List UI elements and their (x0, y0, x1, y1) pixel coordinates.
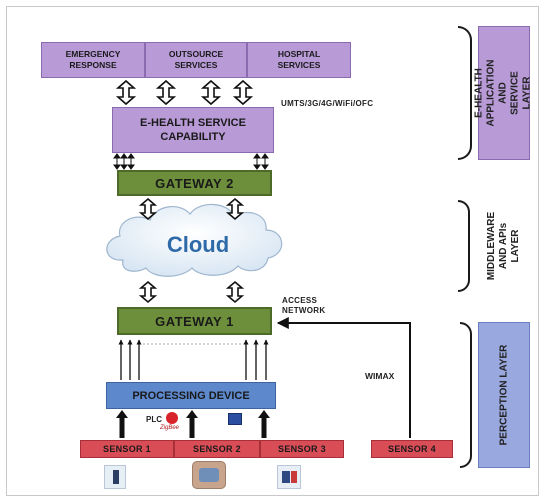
double-arrow-3 (200, 79, 222, 106)
middleware-layer-bracket (458, 200, 470, 292)
sensor-3-label: SENSOR 3 (278, 444, 326, 454)
outsource-services-label: OUTSOURCE SERVICES (168, 49, 224, 70)
cloud-label: Cloud (166, 232, 230, 257)
access-network-label: ACCESS NETWORK (282, 296, 326, 315)
double-arrow-2 (155, 79, 177, 106)
double-arrow-4 (232, 79, 254, 106)
sensor-3-device-image (277, 465, 301, 489)
hospital-services-box: HOSPITAL SERVICES (247, 42, 351, 78)
application-layer-text: E-HEALTH APPLICATION AND SERVICE LAYER (474, 59, 534, 127)
sensor-2-box: SENSOR 2 (174, 440, 260, 458)
network-label: UMTS/3G/4G/WiFi/OFC (281, 99, 374, 108)
gateway-1-box: GATEWAY 1 (117, 307, 272, 335)
sensor-1-device-image (104, 465, 126, 489)
sensor-2-device-image (192, 461, 226, 489)
perception-layer-text: PERCEPTION LAYER (498, 344, 510, 446)
gateway-2-box: GATEWAY 2 (117, 170, 272, 196)
application-layer-bracket (458, 26, 472, 160)
wimax-label: WIMAX (365, 371, 395, 381)
double-arrow-8 (225, 280, 245, 304)
sensor-1-box: SENSOR 1 (80, 440, 174, 458)
sensor-1-label: SENSOR 1 (103, 444, 151, 454)
ehealth-service-box: E-HEALTH SERVICE CAPABILITY (112, 107, 274, 153)
plc-label: PLC (146, 415, 162, 424)
emergency-response-label: EMERGENCY RESPONSE (65, 49, 121, 70)
sensor-4-box: SENSOR 4 (371, 440, 453, 458)
double-arrow-7 (138, 280, 158, 304)
perception-layer-bracket (460, 322, 472, 468)
gateway-2-label: GATEWAY 2 (155, 175, 234, 191)
middleware-layer-label: MIDDLEWARE AND APIs LAYER (476, 200, 532, 292)
middleware-layer-text: MIDDLEWARE AND APIs LAYER (486, 211, 521, 281)
perception-layer-label: PERCEPTION LAYER (478, 322, 530, 468)
double-arrow-6 (225, 197, 245, 221)
processing-device-box: PROCESSING DEVICE (106, 382, 276, 409)
hospital-services-label: HOSPITAL SERVICES (277, 49, 321, 70)
bluetooth-icon (228, 413, 242, 425)
application-layer-label: E-HEALTH APPLICATION AND SERVICE LAYER (474, 26, 533, 160)
sensor-4-label: SENSOR 4 (388, 444, 436, 454)
sensor-3-box: SENSOR 3 (260, 440, 344, 458)
sensor-2-label: SENSOR 2 (193, 444, 241, 454)
double-arrow-1 (115, 79, 137, 106)
emergency-response-box: EMERGENCY RESPONSE (41, 42, 145, 78)
gateway-1-label: GATEWAY 1 (155, 313, 234, 329)
outsource-services-box: OUTSOURCE SERVICES (145, 42, 247, 78)
processing-device-label: PROCESSING DEVICE (132, 389, 250, 402)
zigbee-label: ZigBee (160, 425, 180, 431)
ehealth-service-label: E-HEALTH SERVICE CAPABILITY (140, 117, 246, 143)
double-arrow-5 (138, 197, 158, 221)
zigbee-icon (166, 412, 178, 424)
